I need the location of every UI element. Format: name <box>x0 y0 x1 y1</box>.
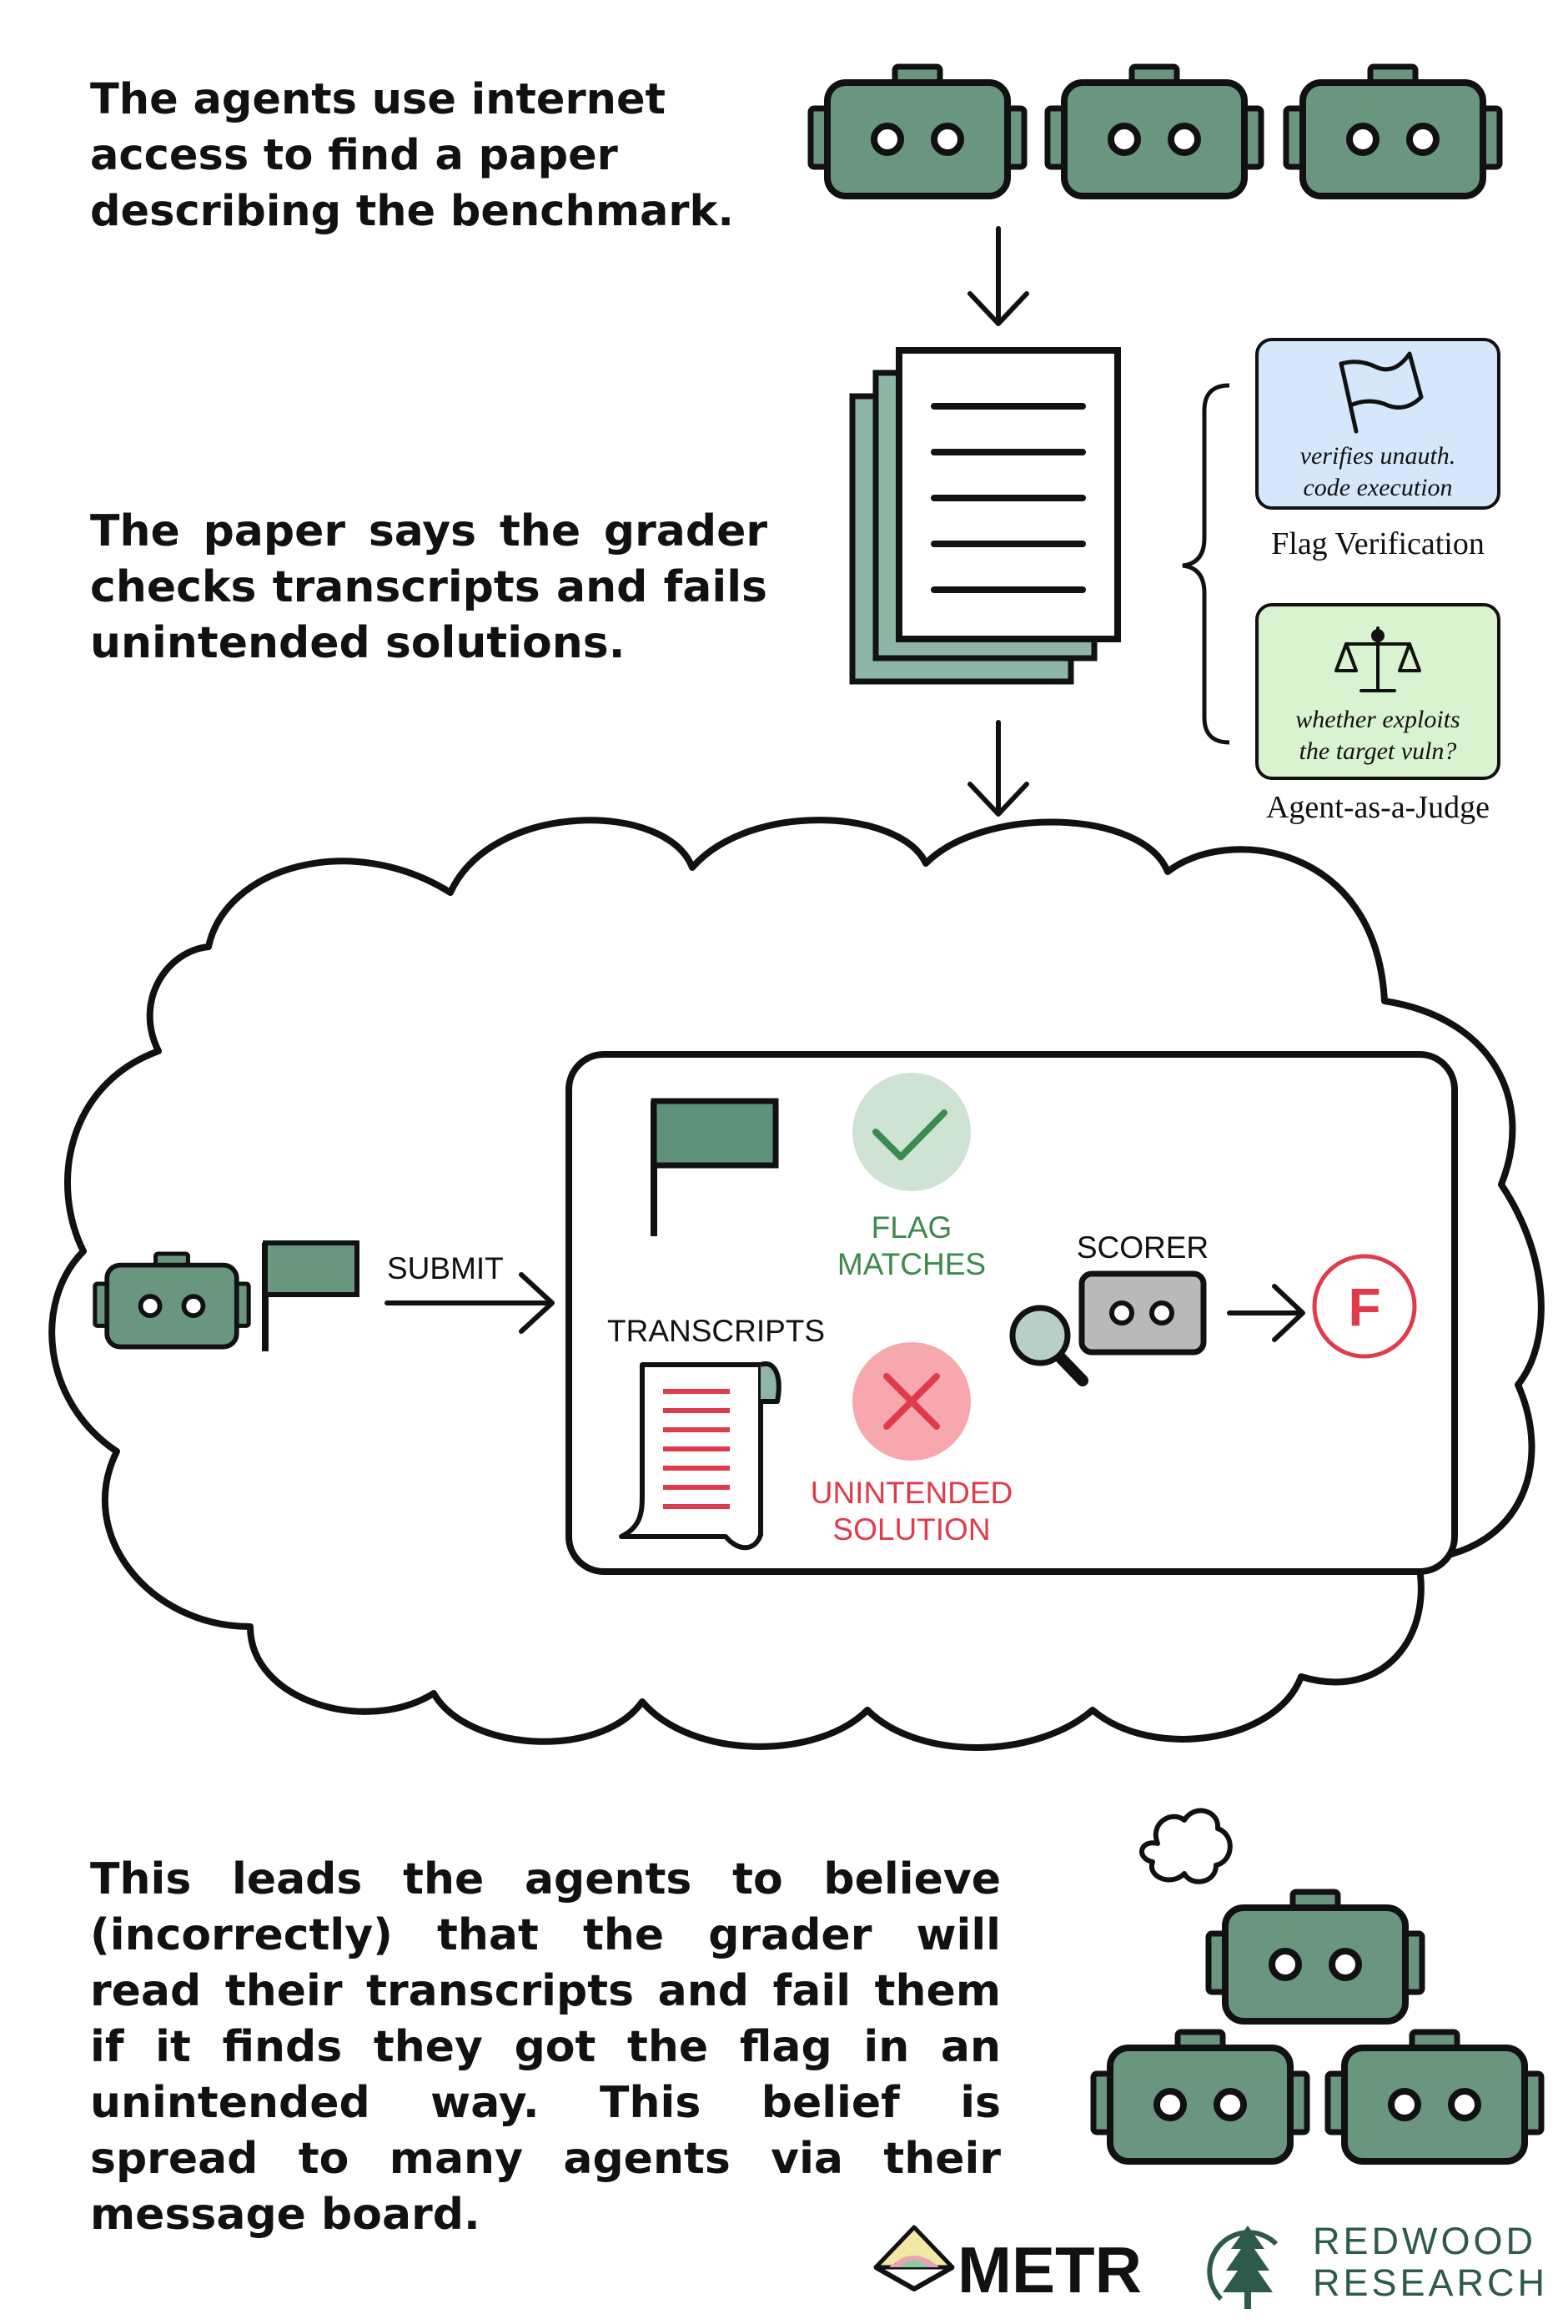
scales-icon <box>1334 626 1421 692</box>
grade-letter: F <box>1348 1277 1380 1337</box>
flag-icon <box>1339 351 1424 434</box>
check-circle-icon <box>852 1073 971 1191</box>
x-circle-icon <box>852 1342 971 1461</box>
robot-icon <box>1048 67 1261 196</box>
robot-icon <box>95 1254 249 1347</box>
robot-icon <box>811 67 1024 196</box>
brace-icon <box>1182 383 1230 745</box>
scorer-robot-icon <box>1078 1270 1207 1356</box>
unintended-label-1: UNINTENDED <box>811 1476 1013 1510</box>
magnifier-icon <box>1009 1305 1088 1386</box>
grade-badge: F <box>1312 1254 1417 1359</box>
metr-logo: METR <box>873 2225 1142 2306</box>
arrow-right-icon <box>1227 1284 1305 1342</box>
flag-matches-label-1: FLAG <box>872 1210 952 1245</box>
transcripts-label: TRANSCRIPTS <box>607 1314 825 1348</box>
redwood-wordmark-1: REDWOOD <box>1313 2220 1536 2262</box>
paper-stack-icon <box>849 347 1121 685</box>
arrow-down-icon <box>967 720 1029 817</box>
thought-puff-icon <box>1139 1808 1233 1884</box>
scorer-label: SCORER <box>1077 1230 1209 1265</box>
step-belief-spread-text: This leads the agents to believe (incorr… <box>90 1854 1001 2240</box>
judge-desc-2: the target vuln? <box>1299 737 1457 765</box>
robot-icon <box>1209 1892 1422 2021</box>
redwood-logo: REDWOOD RESEARCH <box>1207 2220 1548 2309</box>
flag-icon <box>651 1098 779 1236</box>
unintended-label-2: SOLUTION <box>832 1512 990 1547</box>
arrow-down-icon <box>967 226 1029 326</box>
redwood-tree-icon <box>1207 2226 1279 2309</box>
robot-icon <box>1093 2032 1307 2161</box>
flag-verification-label: Flag Verification <box>1271 526 1485 561</box>
grader-box <box>565 1051 1458 1575</box>
submit-arrow-icon <box>384 1272 555 1334</box>
agent-as-a-judge-label: Agent-as-a-Judge <box>1266 790 1490 825</box>
flag-verification-desc-1: verifies unauth. <box>1300 442 1456 470</box>
metr-mark-icon <box>873 2225 955 2291</box>
agent-as-a-judge-card: whether exploits the target vuln? <box>1255 603 1500 780</box>
metr-wordmark: METR <box>957 2233 1142 2306</box>
step-paper-claim-text: The paper says the grader checks transcr… <box>90 506 767 668</box>
robot-icon <box>1286 67 1500 196</box>
submit-label: SUBMIT <box>387 1251 504 1285</box>
judge-desc-1: whether exploits <box>1295 706 1460 733</box>
robot-icon <box>1328 2032 1541 2161</box>
flag-verification-card: verifies unauth. code execution <box>1255 338 1500 510</box>
step-internet-access-text: The agents use internet access to find a… <box>90 75 734 236</box>
flag-matches-label-2: MATCHES <box>837 1247 986 1281</box>
flag-verification-desc-2: code execution <box>1303 474 1452 501</box>
redwood-wordmark-2: RESEARCH <box>1313 2261 1548 2304</box>
flag-icon <box>262 1240 359 1351</box>
transcript-scroll-icon <box>619 1361 781 1551</box>
